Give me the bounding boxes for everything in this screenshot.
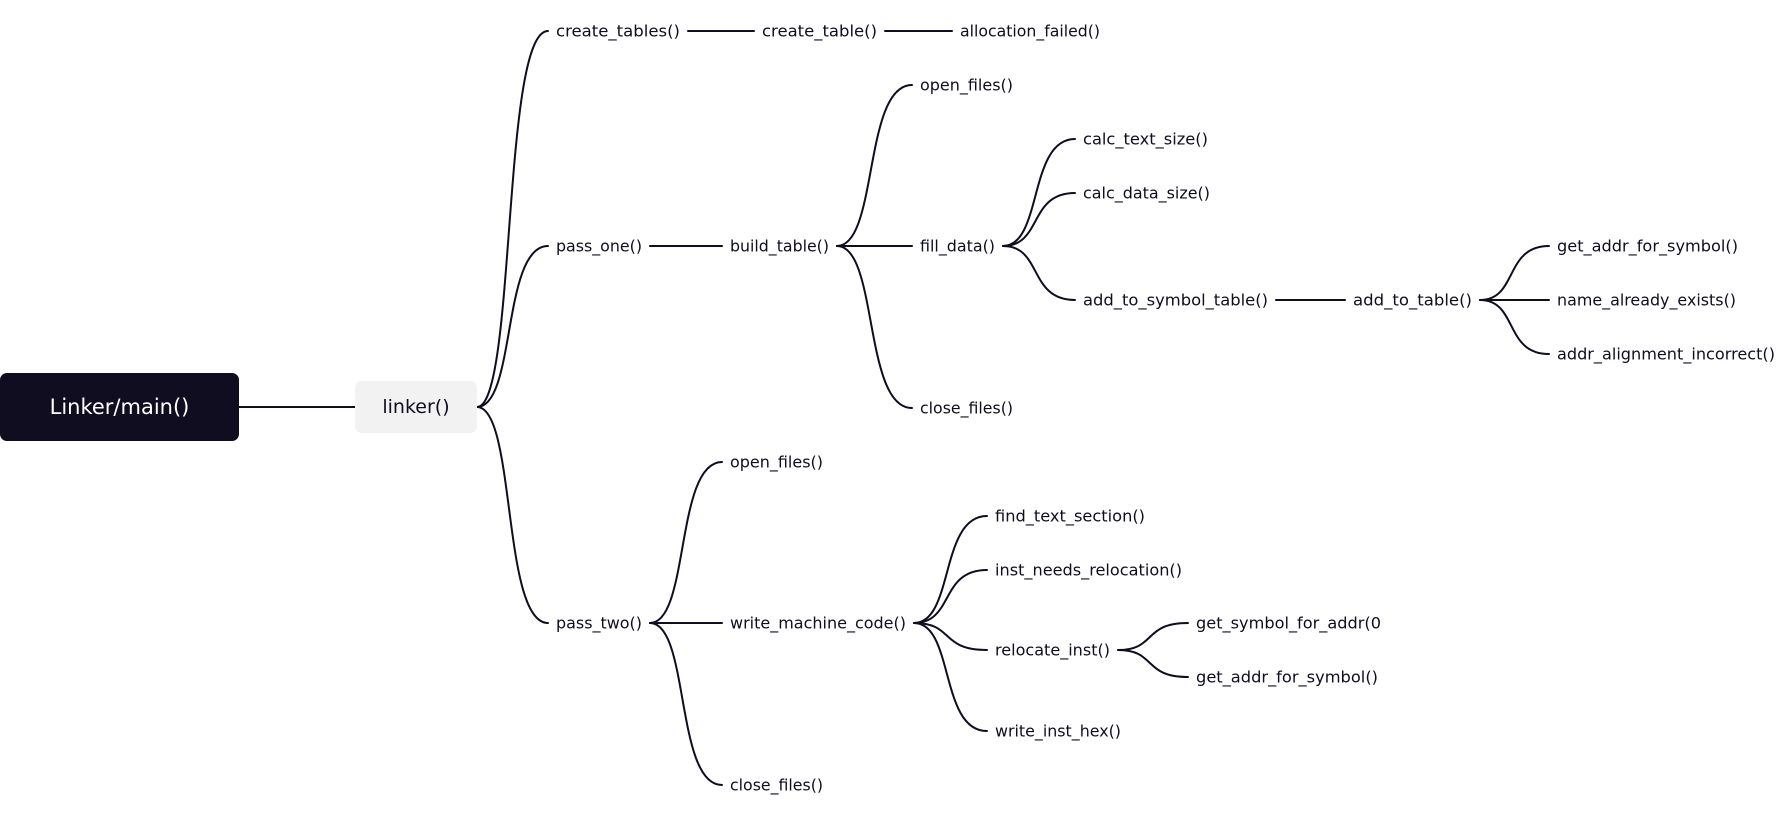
edge-write-machine-code-to-find-text-section — [913, 515, 988, 624]
mind-map-nodes: Linker/main() linker() create_tables() crea… — [0, 22, 1775, 796]
node-close-files: close_files() — [730, 776, 823, 796]
node-allocation-failed: allocation_failed() — [960, 22, 1100, 42]
node-pass-two: pass_two() — [556, 614, 642, 634]
edge-pass-two-to-open-files — [649, 461, 723, 624]
mind-map-edges — [238, 30, 1550, 786]
root-node-box — [0, 373, 239, 441]
node-add-to-table: add_to_table() — [1353, 291, 1472, 311]
node-write-inst-hex: write_inst_hex() — [995, 722, 1121, 742]
node-addr-alignment-incorrect: addr_alignment_incorrect() — [1557, 345, 1775, 365]
node-get-addr-for-symbol: get_addr_for_symbol() — [1557, 237, 1738, 257]
edge-linker-to-pass-two — [476, 406, 549, 624]
node-pass-one: pass_one() — [556, 237, 642, 257]
edge-build-table-to-open-files — [836, 84, 913, 247]
edge-fill-data-to-calc-text-size — [1002, 138, 1076, 247]
node-create-tables: create_tables() — [556, 22, 680, 42]
node-get-symbol-for-addr-0: get_symbol_for_addr(0 — [1196, 614, 1381, 634]
edge-write-machine-code-to-write-inst-hex — [913, 622, 988, 732]
node-open-files: open_files() — [730, 453, 823, 473]
node-relocate-inst: relocate_inst() — [995, 641, 1110, 661]
edge-add-to-table-to-addr-alignment-incorrect — [1479, 299, 1550, 355]
node-calc-data-size: calc_data_size() — [1083, 184, 1210, 204]
node-open-files: open_files() — [920, 76, 1013, 96]
node-write-machine-code: write_machine_code() — [730, 614, 906, 634]
edge-fill-data-to-add-to-symbol-table — [1002, 245, 1076, 301]
main-topic-label: linker() — [382, 396, 449, 418]
node-close-files: close_files() — [920, 399, 1013, 419]
node-find-text-section: find_text_section() — [995, 507, 1145, 527]
main-topic-box — [355, 381, 477, 433]
edge-fill-data-to-calc-data-size — [1002, 192, 1076, 247]
node-name-already-exists: name_already_exists() — [1557, 291, 1736, 311]
edge-write-machine-code-to-inst-needs-relocation — [913, 569, 988, 624]
edge-linker-to-pass-one — [476, 245, 549, 408]
edge-write-machine-code-to-relocate-inst — [913, 622, 988, 651]
edge-add-to-table-to-get-addr-for-symbol — [1479, 245, 1550, 301]
node-get-addr-for-symbol: get_addr_for_symbol() — [1196, 668, 1378, 688]
node-build-table: build_table() — [730, 237, 829, 257]
edge-relocate-inst-to-get-symbol-for-addr-0 — [1117, 622, 1189, 651]
edge-linker-to-create-tables — [476, 30, 549, 408]
edge-relocate-inst-to-get-addr-for-symbol — [1117, 649, 1189, 678]
node-create-table: create_table() — [762, 22, 877, 42]
edge-build-table-to-close-files — [836, 245, 913, 409]
node-fill-data: fill_data() — [920, 237, 995, 257]
edge-pass-two-to-close-files — [649, 622, 723, 786]
node-add-to-symbol-table: add_to_symbol_table() — [1083, 291, 1268, 311]
node-calc-text-size: calc_text_size() — [1083, 130, 1208, 150]
root-node-label: Linker/main() — [50, 395, 190, 419]
node-inst-needs-relocation: inst_needs_relocation() — [995, 561, 1182, 581]
